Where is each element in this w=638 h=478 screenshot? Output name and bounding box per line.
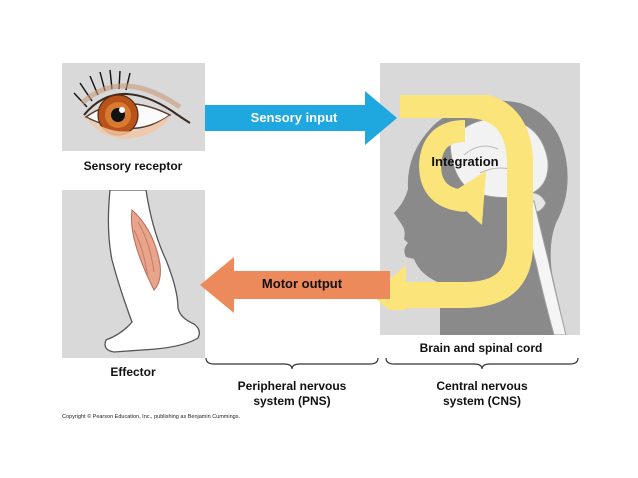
- sensory-input-label: Sensory input: [250, 110, 338, 125]
- cns-brace: [385, 357, 579, 370]
- leg-icon: [104, 189, 200, 353]
- pns-label-line1: Peripheral nervous: [237, 379, 347, 393]
- motor-output-arrow: [200, 257, 390, 313]
- pns-brace: [205, 357, 379, 370]
- brain-spinal-cord-label: Brain and spinal cord: [419, 341, 543, 355]
- pns-label-line2: system (PNS): [253, 394, 331, 408]
- effector-label: Effector: [110, 365, 156, 379]
- sensory-receptor-panel: [62, 63, 205, 151]
- motor-output-label: Motor output: [261, 276, 343, 291]
- cns-label-line1: Central nervous: [436, 379, 528, 393]
- cns-label-line2: system (CNS): [442, 394, 522, 408]
- sensory-input-arrow: [205, 91, 397, 145]
- copyright-notice: Copyright © Pearson Education, Inc., pub…: [62, 414, 241, 420]
- integration-label: Integration: [431, 154, 499, 169]
- sensory-receptor-label: Sensory receptor: [83, 159, 183, 173]
- effector-panel: [62, 189, 205, 358]
- eye-icon: [73, 69, 191, 139]
